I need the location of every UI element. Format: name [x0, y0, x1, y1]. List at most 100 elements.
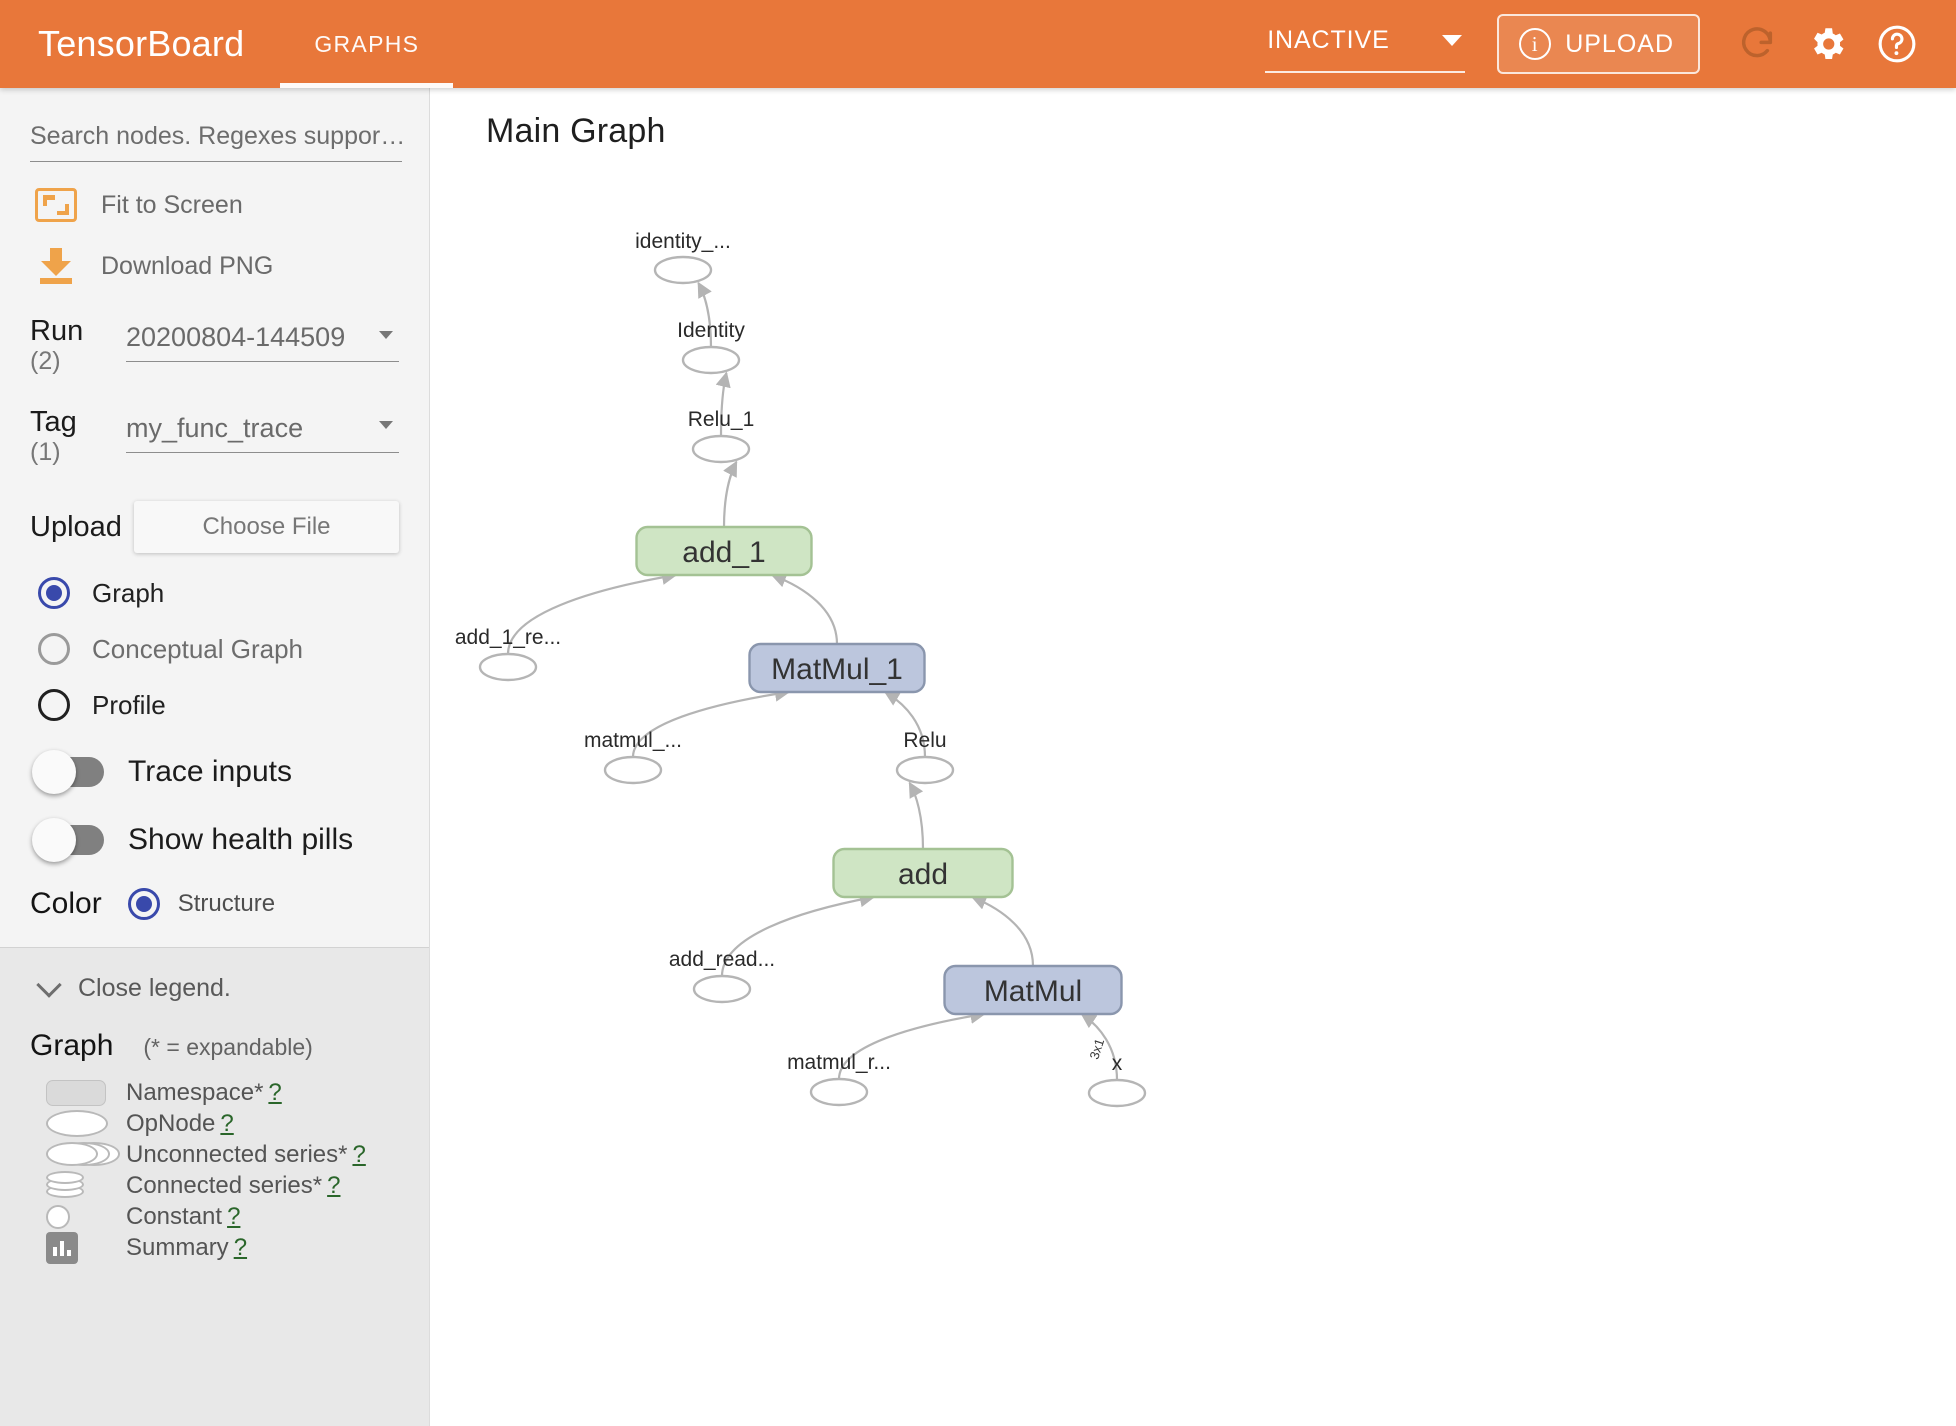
- help-link-unconnected-series[interactable]: ?: [352, 1140, 366, 1168]
- graph-edge: [715, 371, 731, 437]
- color-label: Color: [30, 887, 102, 921]
- upload-button-label: UPLOAD: [1565, 29, 1674, 58]
- graph-node-Relu[interactable]: Relu: [895, 729, 955, 785]
- tag-select[interactable]: my_func_trace: [126, 413, 399, 453]
- download-png-label: Download PNG: [101, 251, 274, 280]
- graph-node-matmul_read[interactable]: matmul_...: [584, 729, 682, 785]
- graph-type-option-profile[interactable]: Profile: [30, 689, 399, 722]
- node-label: add_read...: [669, 948, 775, 971]
- namespace-rect[interactable]: [635, 525, 813, 577]
- namespace-rect[interactable]: [748, 642, 926, 694]
- opnode-ellipse[interactable]: [691, 434, 751, 464]
- node-label: add_1_re...: [455, 626, 561, 649]
- opnode-ellipse[interactable]: [895, 755, 955, 785]
- run-value: 20200804-144509: [126, 322, 346, 352]
- opnode-ellipse[interactable]: [692, 974, 752, 1004]
- graph-node-MatMul[interactable]: MatMul: [943, 964, 1123, 1016]
- help-link-connected-series[interactable]: ?: [327, 1171, 341, 1199]
- tag-value: my_func_trace: [126, 412, 304, 443]
- graph-node-add_1[interactable]: add_1: [635, 525, 813, 577]
- graph-type-option-conceptual[interactable]: Conceptual Graph: [30, 633, 399, 666]
- graph-edge: [631, 686, 791, 758]
- help-link-summary[interactable]: ?: [233, 1233, 248, 1261]
- color-option-structure: Structure: [177, 890, 276, 918]
- radio-conceptual-icon: [38, 633, 70, 666]
- graph-node-add_1_read[interactable]: add_1_re...: [455, 626, 561, 682]
- upload-button[interactable]: i UPLOAD: [1497, 14, 1700, 74]
- node-label: identity_...: [635, 230, 731, 253]
- node-label: Identity: [677, 319, 745, 342]
- tag-label: Tag: [30, 405, 77, 438]
- trace-inputs-toggle[interactable]: Trace inputs: [30, 750, 399, 795]
- legend-label-opnode: OpNode: [126, 1109, 216, 1137]
- opnode-ellipse[interactable]: [653, 255, 713, 285]
- run-label-group: Run (2): [30, 316, 126, 375]
- tag-label-group: Tag (1): [30, 405, 126, 465]
- radio-structure-icon[interactable]: [127, 888, 160, 921]
- graph-node-add_read[interactable]: add_read...: [669, 948, 775, 1004]
- radio-profile-icon: [38, 689, 70, 722]
- node-label: Relu_1: [688, 408, 755, 431]
- opnode-ellipse[interactable]: [603, 755, 663, 785]
- summary-shape-icon: [30, 1231, 126, 1264]
- run-field: Run (2) 20200804-144509: [30, 316, 399, 375]
- run-status-dropdown[interactable]: INACTIVE: [1265, 26, 1466, 73]
- graph-node-MatMul_1[interactable]: MatMul_1: [748, 642, 926, 694]
- run-select[interactable]: 20200804-144509: [126, 322, 399, 362]
- run-label: Run: [30, 315, 84, 347]
- help-link-constant[interactable]: ?: [227, 1202, 241, 1230]
- legend-label-summary: Summary: [126, 1233, 229, 1261]
- graph-node-Identity[interactable]: Identity: [677, 319, 745, 375]
- refresh-icon[interactable]: [1726, 13, 1788, 75]
- chevron-down-icon: [379, 330, 393, 339]
- fit-to-screen-button[interactable]: Fit to Screen: [30, 188, 399, 222]
- help-icon[interactable]: [1866, 13, 1928, 75]
- opnode-ellipse[interactable]: [809, 1077, 869, 1107]
- gear-icon[interactable]: [1796, 13, 1858, 75]
- download-png-button[interactable]: Download PNG: [30, 248, 399, 284]
- tab-graphs[interactable]: GRAPHS: [280, 0, 454, 88]
- graph-node-Relu_1[interactable]: Relu_1: [688, 408, 755, 464]
- help-link-opnode[interactable]: ?: [220, 1109, 234, 1137]
- upload-label: Upload: [30, 511, 122, 544]
- upload-field: Upload Choose File: [30, 501, 399, 554]
- color-option-row: Color Structure: [30, 887, 399, 947]
- choose-file-button[interactable]: Choose File: [134, 501, 399, 554]
- legend-label-namespace: Namespace*: [126, 1078, 264, 1106]
- connected-series-shape-icon: [30, 1170, 126, 1201]
- show-health-pills-toggle[interactable]: Show health pills: [30, 818, 399, 863]
- legend-panel: Close legend. Graph (* = expandable) Nam…: [0, 947, 429, 1426]
- graph-edge: [720, 891, 876, 977]
- graph-node-add[interactable]: add: [832, 847, 1014, 899]
- namespace-rect[interactable]: [832, 847, 1014, 899]
- help-link-namespace[interactable]: ?: [268, 1078, 282, 1106]
- trace-inputs-label: Trace inputs: [128, 755, 292, 789]
- chevron-down-icon: [36, 972, 62, 999]
- graph-node-x[interactable]: x: [1087, 1052, 1147, 1108]
- search-section: [30, 88, 402, 162]
- graph-node-identity_out[interactable]: identity_...: [635, 230, 731, 285]
- fit-to-screen-label: Fit to Screen: [101, 190, 243, 219]
- constant-shape-icon: [30, 1204, 126, 1229]
- app-header: TensorBoard GRAPHS INACTIVE i UPLOAD: [0, 0, 1956, 88]
- graph-node-matmul_r[interactable]: matmul_r...: [787, 1051, 891, 1107]
- fit-to-screen-icon: [35, 188, 77, 222]
- opnode-ellipse[interactable]: [1087, 1078, 1147, 1108]
- legend-item-namespace: Namespace* ?: [30, 1077, 399, 1108]
- graph-type-option-graph[interactable]: Graph: [30, 577, 399, 610]
- close-legend-button[interactable]: Close legend.: [30, 948, 399, 1009]
- graph-edge: [908, 781, 925, 850]
- opnode-ellipse[interactable]: [478, 652, 538, 682]
- search-input[interactable]: [30, 118, 402, 162]
- node-label: Relu: [903, 729, 946, 752]
- unconnected-series-shape-icon: [30, 1141, 126, 1169]
- graph-edge: [837, 1008, 986, 1080]
- graph-svg: 3x1 identity_...IdentityRelu_1add_1add_1…: [455, 230, 1147, 1108]
- legend-item-opnode: OpNode ?: [30, 1108, 399, 1139]
- namespace-rect[interactable]: [943, 964, 1123, 1016]
- opnode-ellipse[interactable]: [681, 345, 741, 375]
- app-brand: TensorBoard: [38, 23, 245, 64]
- node-label: matmul_...: [584, 729, 682, 752]
